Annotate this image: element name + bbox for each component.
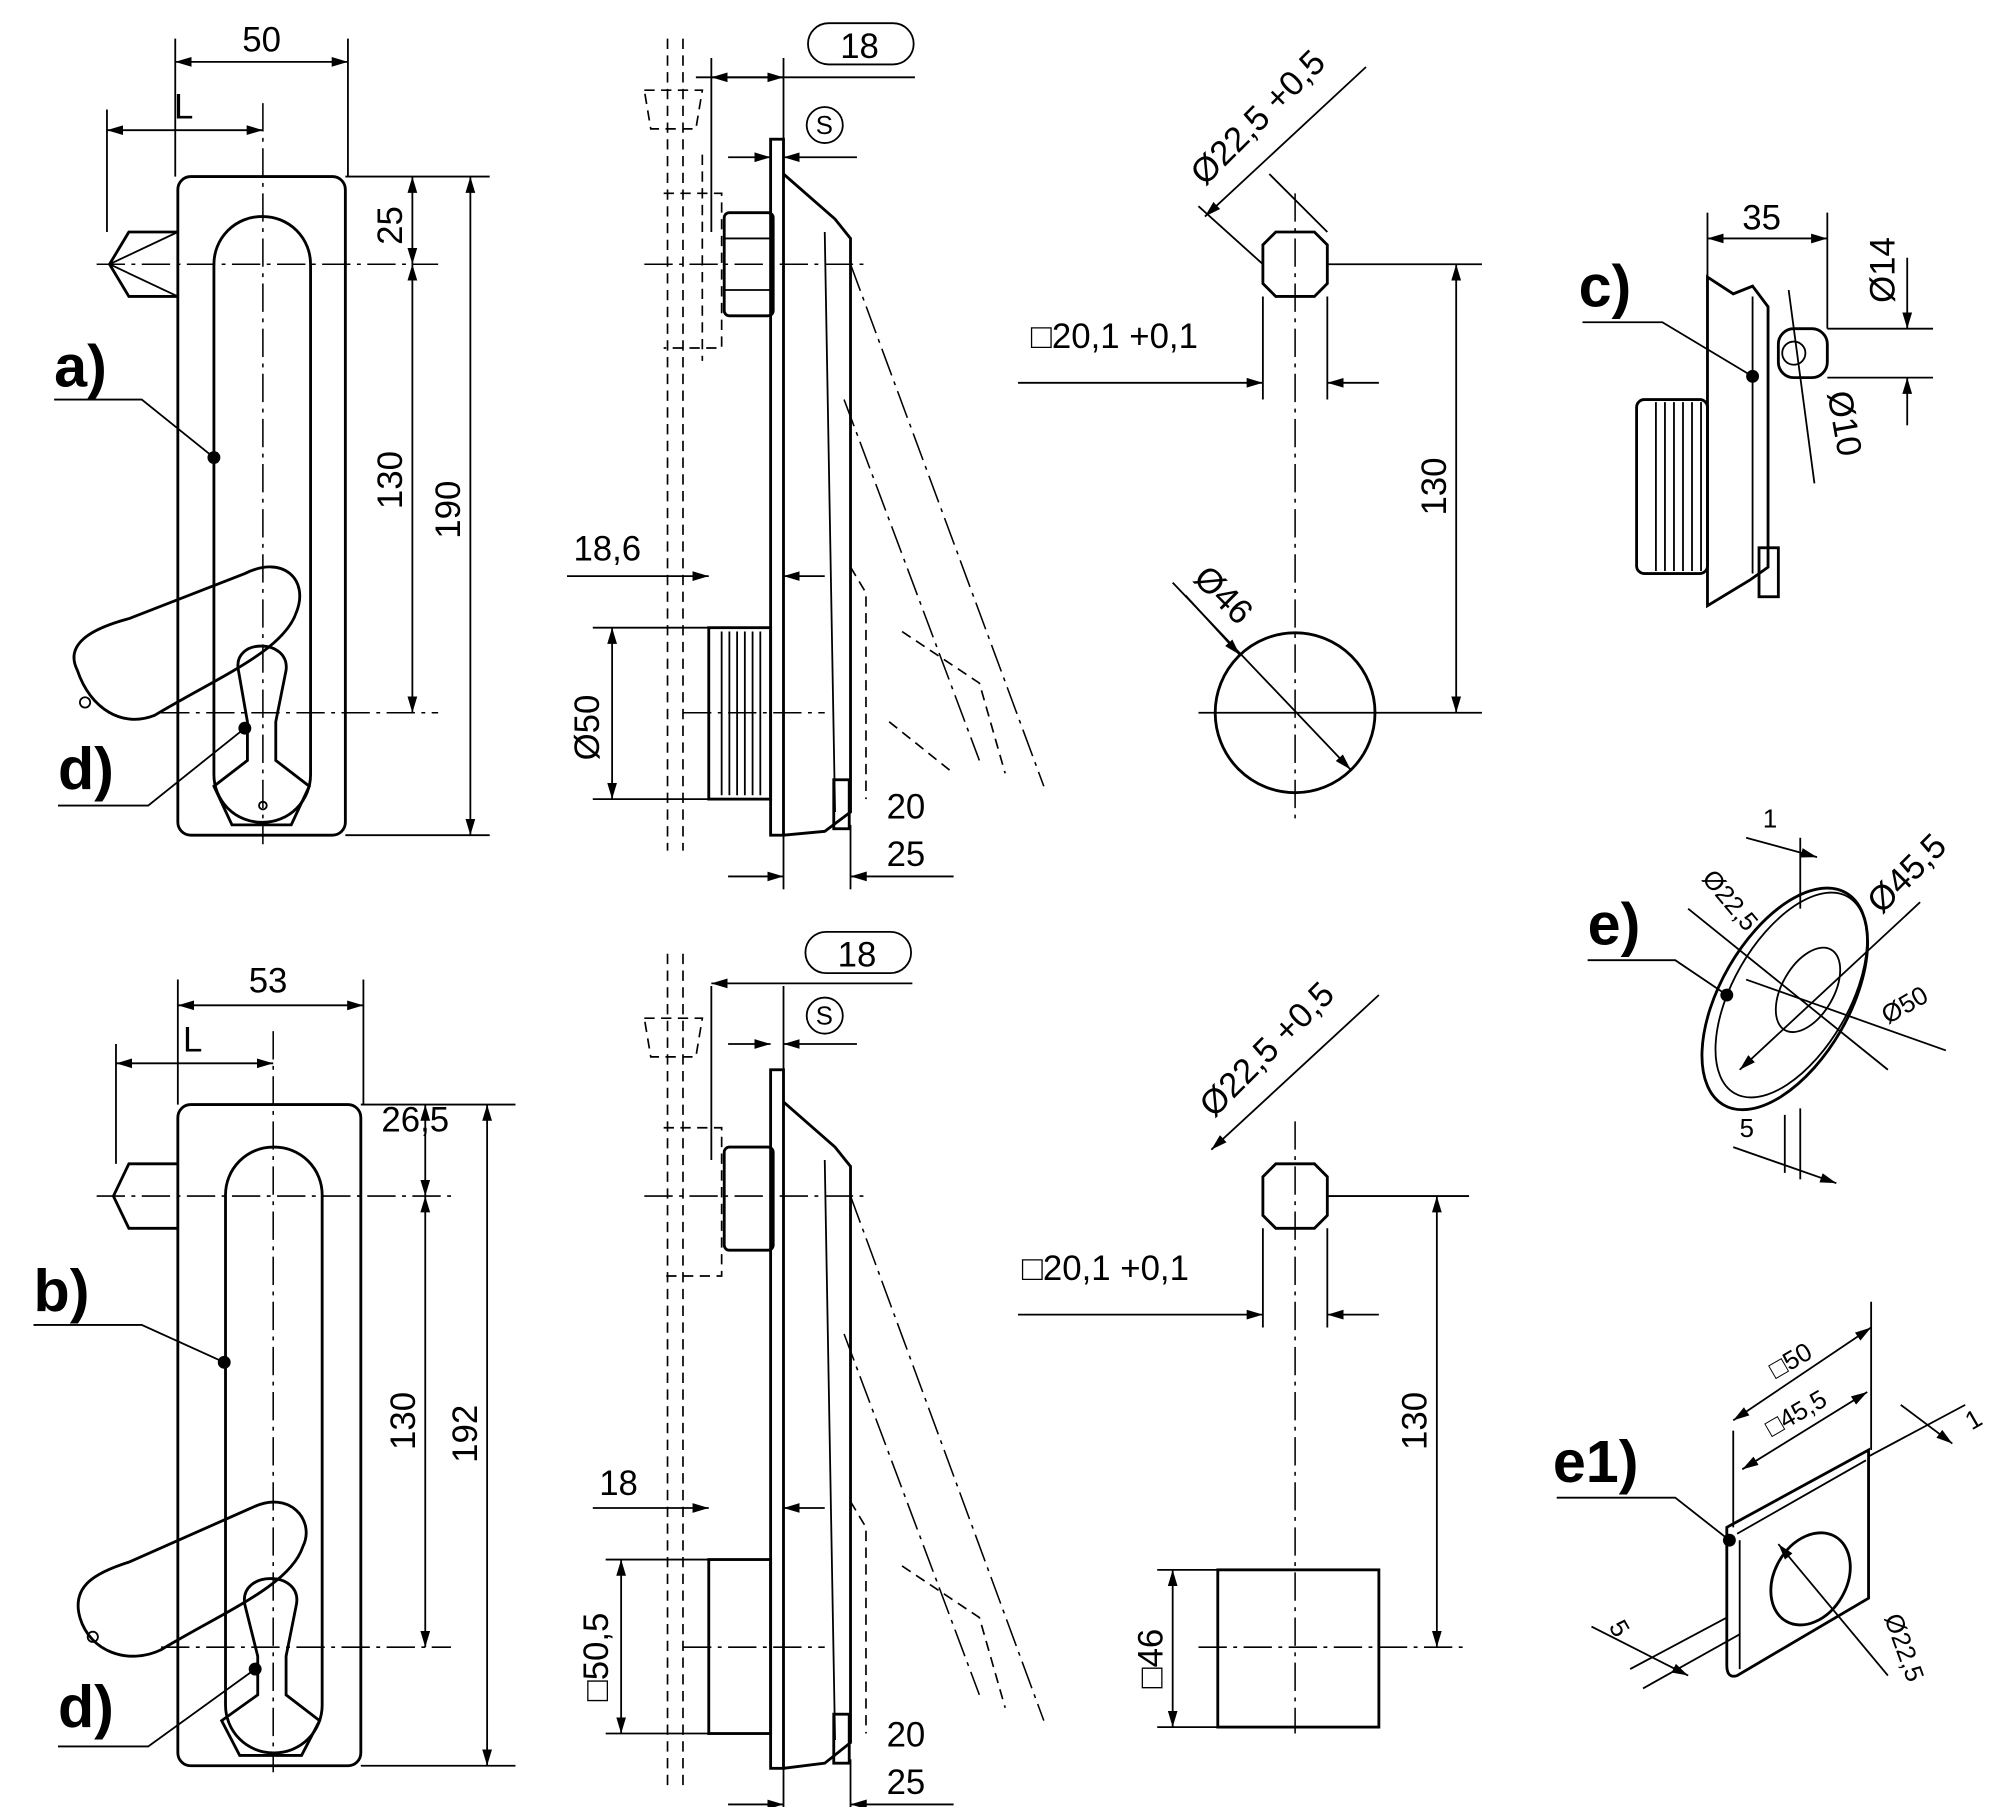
panel-cutout-a: Ø22,5 +0,5 □20,1 +0,1 130 Ø46 (1018, 43, 1482, 825)
label-d: d) (58, 1673, 114, 1740)
detail-c: 35 Ø14 Ø10 c) (1579, 199, 1933, 609)
dim-cyl-dia: Ø50 (569, 695, 607, 761)
dim-pitch: 130 (372, 451, 410, 509)
dim-height: 190 (430, 481, 468, 539)
dim-d14: Ø14 (1864, 237, 1902, 303)
panel-cutout-b: Ø22,5 +0,5 □20,1 +0,1 130 □46 (1018, 975, 1470, 1734)
dim-l: L (183, 1022, 202, 1060)
front-view-b: 53 L 26,5 130 192 b) d) (33, 962, 516, 1773)
dim-pitch: 130 (1416, 458, 1454, 516)
dim-d50: Ø50 (1877, 981, 1933, 1030)
label-e1: e1) (1553, 1428, 1639, 1495)
dim-big-sq: □46 (1132, 1629, 1170, 1689)
dim-cyl-offset: 18,6 (573, 531, 641, 569)
side-view-a: 18 S 18,6 Ø50 20 25 (567, 22, 1045, 890)
dim-top: 26,5 (381, 1102, 449, 1140)
s-mark: S (816, 112, 833, 140)
dim-sq50: □50 (1765, 1338, 1817, 1384)
label-d: d) (58, 735, 114, 802)
dim-depth-boxed: 18 (840, 28, 879, 66)
dim-height: 192 (447, 1405, 485, 1463)
dim-t1: 1 (1763, 805, 1777, 833)
dim-square: □20,1 +0,1 (1031, 318, 1198, 356)
dim-20: 20 (887, 1716, 926, 1754)
dim-d45: Ø45,5 (1860, 827, 1954, 921)
dim-width: 35 (1742, 199, 1781, 237)
dim-t5: 5 (1603, 1616, 1634, 1642)
dim-l: L (174, 89, 193, 127)
s-mark: S (816, 1003, 833, 1031)
dim-width: 50 (242, 22, 281, 60)
dim-25: 25 (887, 1764, 926, 1802)
front-view-a: 50 L 25 130 190 a) d) (54, 22, 490, 845)
dim-width: 53 (249, 962, 288, 1000)
side-view-b: 18 S 18 □50,5 20 25 (578, 930, 1045, 1807)
label-a: a) (54, 333, 107, 400)
dim-d22: Ø22,5 (1696, 865, 1763, 937)
label-b: b) (34, 1257, 90, 1324)
dim-cyl-offset: 18 (599, 1465, 638, 1503)
dim-t1: 1 (1961, 1404, 1987, 1435)
dim-pitch: 130 (385, 1392, 423, 1450)
dim-d10: Ø10 (1819, 388, 1868, 459)
dim-20: 20 (887, 788, 926, 826)
dim-big-hole: Ø46 (1186, 559, 1259, 632)
label-c: c) (1579, 253, 1632, 320)
dim-25: 25 (887, 836, 926, 874)
dim-square: □20,1 +0,1 (1022, 1250, 1189, 1288)
dim-cyl-sq: □50,5 (578, 1613, 616, 1702)
dim-pitch: 130 (1397, 1392, 1435, 1450)
detail-e1: Ø22,5 □50 □45,5 1 5 e1) (1553, 1301, 1987, 1690)
detail-e: 1 Ø22,5 Ø45,5 Ø50 5 e) (1587, 805, 1954, 1185)
dim-top: 25 (372, 206, 410, 245)
dim-depth-boxed: 18 (838, 937, 877, 975)
label-e: e) (1588, 891, 1641, 958)
dim-t5: 5 (1740, 1115, 1754, 1143)
